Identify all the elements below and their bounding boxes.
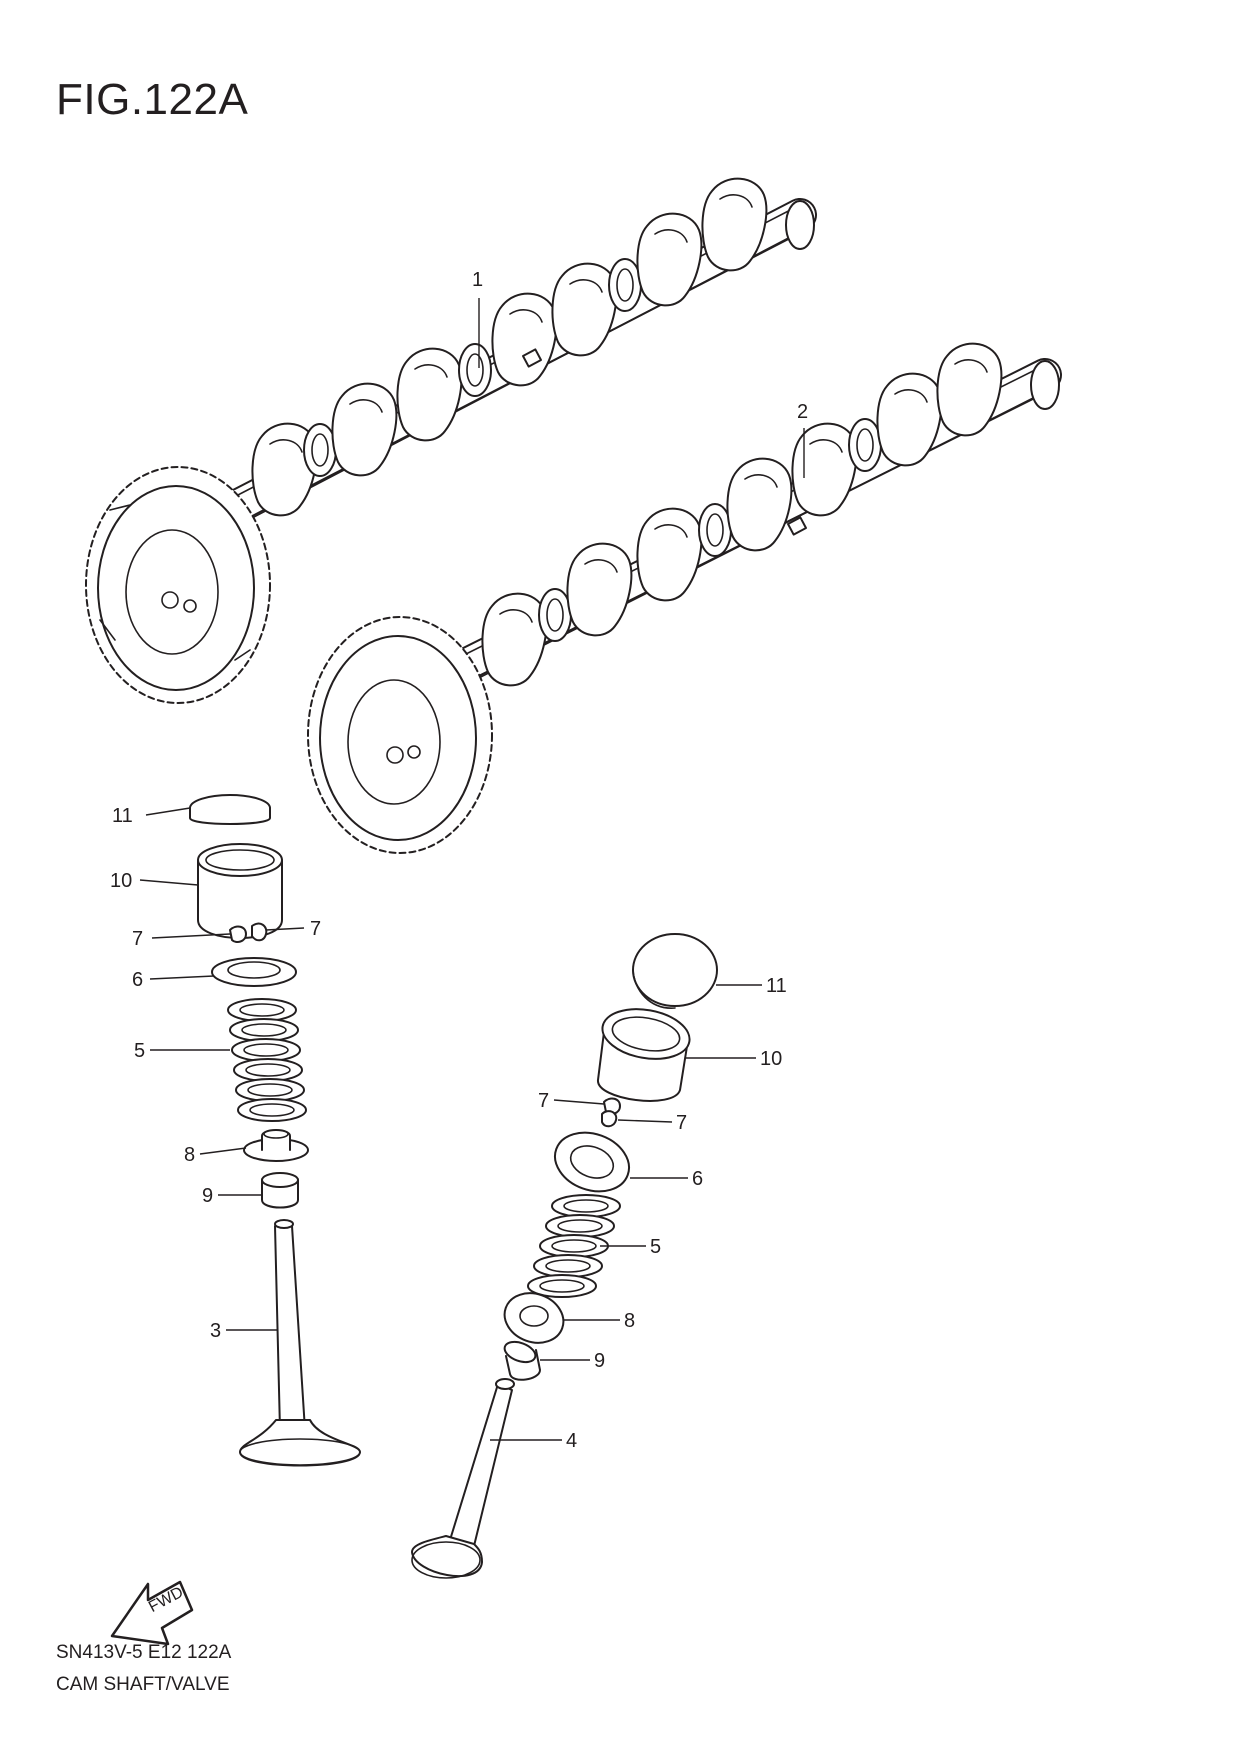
callout-5-right: 5	[650, 1236, 661, 1258]
spring-seat-right	[503, 1292, 565, 1344]
callout-4: 4	[566, 1430, 577, 1452]
callout-9-left: 9	[202, 1185, 213, 1207]
callout-11-right: 11	[766, 975, 787, 997]
fwd-direction-arrow: FWD	[110, 1580, 194, 1646]
tappet-right	[596, 1008, 691, 1102]
leader-lines	[139, 298, 805, 1441]
spring-seat-left	[243, 1129, 309, 1162]
stem-seal-right	[503, 1340, 541, 1381]
sprocket-1	[85, 466, 271, 704]
sprocket-2	[307, 616, 493, 854]
callout-2: 2	[797, 401, 808, 423]
figure-name: CAM SHAFT/VALVE	[56, 1674, 230, 1695]
shim-left	[189, 794, 271, 825]
callout-labels: 1 2 11 10 7 7 6 5 8 9 3 11 10 7 7 6 5 8 …	[110, 269, 808, 1452]
callout-10-right: 10	[760, 1048, 782, 1070]
valve-exhaust	[411, 1378, 515, 1579]
stem-seal-left	[261, 1172, 299, 1209]
callout-5-left: 5	[134, 1040, 145, 1062]
camshaft-1	[85, 177, 817, 704]
callout-7-right-a: 7	[538, 1090, 549, 1112]
retainer-right	[554, 1131, 630, 1193]
shim-right	[632, 933, 718, 1009]
callout-9-right: 9	[594, 1350, 605, 1372]
figure-code: SN413V-5 E12 122A	[56, 1642, 232, 1663]
valve-assembly-left	[189, 794, 361, 1467]
callout-11-left: 11	[112, 805, 133, 827]
cotters-right	[601, 1097, 621, 1128]
retainer-left	[211, 957, 297, 987]
callout-8-right: 8	[624, 1310, 635, 1332]
valve-assembly-right	[411, 933, 718, 1579]
callout-10-left: 10	[110, 870, 132, 892]
callout-3: 3	[210, 1320, 221, 1342]
camshaft-2	[307, 342, 1062, 854]
callout-6-right: 6	[692, 1168, 703, 1190]
figure-title: FIG.122A	[56, 75, 249, 124]
callout-6-left: 6	[132, 969, 143, 991]
cotters-left	[229, 922, 268, 943]
callout-7-left-b: 7	[310, 918, 321, 940]
valve-intake	[239, 1219, 361, 1467]
callout-8-left: 8	[184, 1144, 195, 1166]
spring-left	[227, 998, 307, 1122]
callout-7-right-b: 7	[676, 1112, 687, 1134]
tappet-left	[197, 843, 283, 939]
callout-1: 1	[472, 269, 483, 291]
callout-7-left-a: 7	[132, 928, 143, 950]
